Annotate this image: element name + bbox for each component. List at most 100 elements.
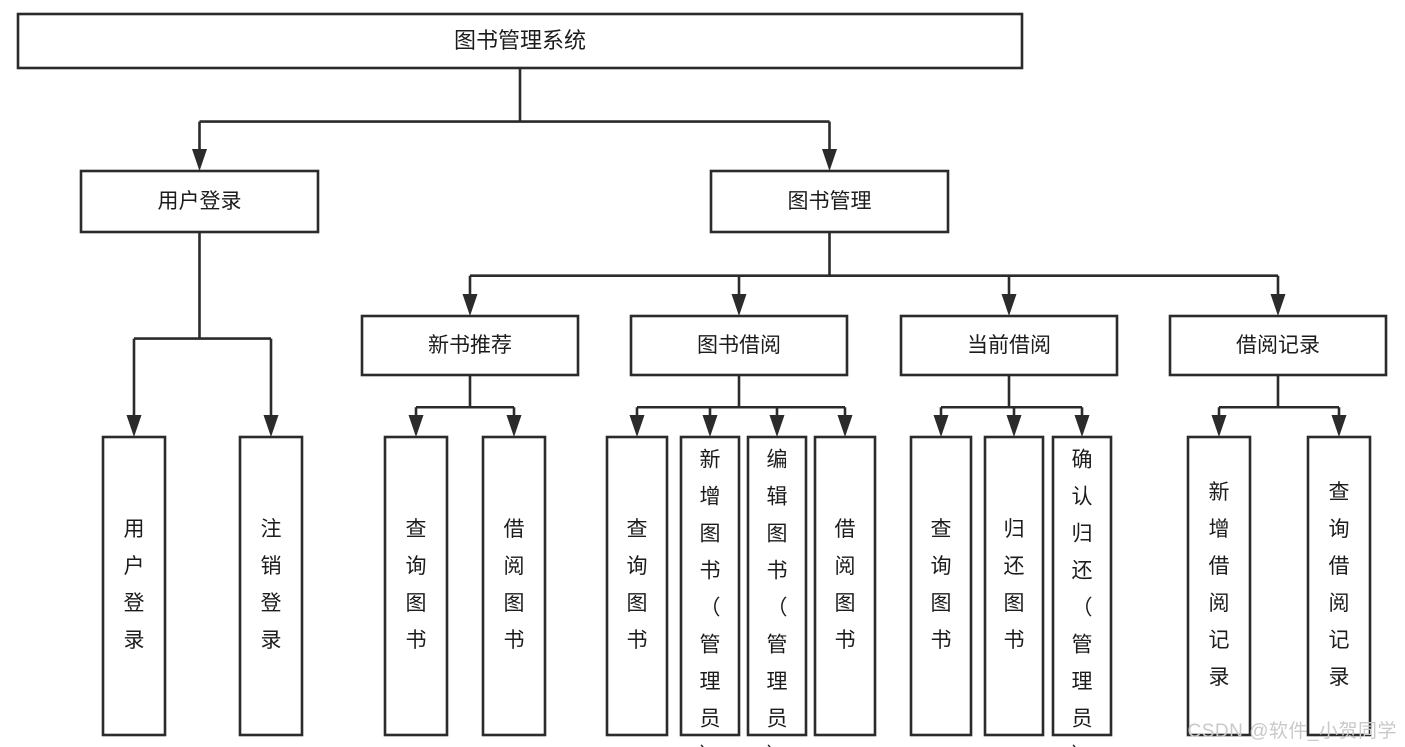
node-box[interactable] [899, 314, 1119, 377]
arrow-head-icon [126, 415, 142, 437]
connector-group-current-borrow [933, 375, 1090, 437]
node-label-char: 登 [124, 592, 145, 615]
node-label-char: 借 [1329, 555, 1350, 578]
node-label: 图书管理系统 [454, 28, 586, 53]
connector-group-book-management [462, 232, 1286, 316]
node-label-char: ） [767, 745, 788, 747]
node-label-char: 询 [931, 555, 952, 578]
node-leaf-add-record[interactable]: 新增借阅记录新增借阅记录 [1186, 435, 1252, 737]
node-label-char: （ [1072, 597, 1093, 620]
node-box[interactable] [813, 435, 877, 737]
node-box[interactable] [909, 435, 973, 737]
node-box[interactable] [983, 435, 1045, 737]
node-label-char: 理 [767, 671, 788, 694]
node-label-char: 录 [261, 629, 282, 652]
node-leaf-return-book[interactable]: 归还图书归还图书 [983, 435, 1045, 737]
node-box[interactable] [79, 169, 320, 234]
node-label-char: 借 [1209, 555, 1230, 578]
node-leaf-query-book-2[interactable]: 查询图书查询图书 [605, 435, 669, 737]
watermark-text: CSDN @软件_小贺同学 [1187, 721, 1397, 742]
node-leaf-borrow-book-2[interactable]: 借阅图书借阅图书 [813, 435, 877, 737]
node-box[interactable] [360, 314, 580, 377]
node-label-char: （ [700, 597, 721, 620]
node-box[interactable] [1051, 435, 1113, 737]
node-root[interactable]: 图书管理系统 [16, 12, 1024, 70]
node-label-char: 记 [1329, 629, 1350, 652]
node-label-char: 管 [700, 634, 721, 657]
node-label-char: 辑 [767, 486, 788, 509]
node-label-char: 书 [835, 629, 856, 652]
node-box[interactable] [1306, 435, 1372, 737]
node-leaf-query-record[interactable]: 查询借阅记录查询借阅记录 [1306, 435, 1372, 737]
node-box[interactable] [383, 435, 449, 737]
node-label: 当前借阅 [967, 334, 1051, 357]
node-label-char: 查 [1329, 481, 1350, 504]
node-label: 借阅记录 [1236, 334, 1320, 357]
node-label-char: 查 [406, 518, 427, 541]
node-label-char: 询 [406, 555, 427, 578]
arrow-head-icon [1270, 294, 1286, 316]
arrow-head-icon [933, 415, 949, 437]
node-book-borrow[interactable]: 图书借阅 [629, 314, 849, 377]
node-box[interactable] [709, 169, 950, 234]
arrow-head-icon [408, 415, 424, 437]
arrow-head-icon [263, 415, 279, 437]
node-leaf-query-book-3[interactable]: 查询图书查询图书 [909, 435, 973, 737]
node-label-char: 用 [124, 518, 145, 541]
node-label: 用户登录 [158, 190, 242, 213]
node-label-char: 还 [1004, 555, 1025, 578]
node-label-char: 书 [504, 629, 525, 652]
node-box[interactable] [629, 314, 849, 377]
node-label-char: 书 [406, 629, 427, 652]
node-label-char: 图 [931, 592, 952, 615]
node-box[interactable] [238, 435, 304, 737]
node-label-char: 图 [627, 592, 648, 615]
arrow-head-icon [1211, 415, 1227, 437]
node-label-char: 记 [1209, 629, 1230, 652]
node-label-char: 管 [767, 634, 788, 657]
node-box[interactable] [605, 435, 669, 737]
node-label-char: 书 [931, 629, 952, 652]
connector-group-root [192, 68, 837, 171]
node-box[interactable] [1168, 314, 1388, 377]
node-label-char: 销 [261, 555, 282, 578]
node-label: 图书借阅 [697, 334, 781, 357]
node-leaf-user-login[interactable]: 用户登录用户登录 [101, 435, 167, 737]
node-label-char: 书 [627, 629, 648, 652]
connector-group-new-book-recommend [408, 375, 522, 437]
node-borrow-record[interactable]: 借阅记录 [1168, 314, 1388, 377]
node-box[interactable] [16, 12, 1024, 70]
arrow-head-icon [629, 415, 645, 437]
node-label-char: 录 [124, 629, 145, 652]
node-box[interactable] [101, 435, 167, 737]
node-box[interactable] [481, 435, 547, 737]
node-label-char: 图 [767, 523, 788, 546]
arrow-head-icon [1001, 294, 1017, 316]
node-book-management[interactable]: 图书管理 [709, 169, 950, 234]
node-label-char: 归 [1004, 518, 1025, 541]
node-box[interactable] [679, 435, 741, 737]
node-new-book-recommend[interactable]: 新书推荐 [360, 314, 580, 377]
node-box[interactable] [1186, 435, 1252, 737]
node-label-char: 书 [767, 560, 788, 583]
node-box[interactable] [746, 435, 808, 737]
node-label-char: ） [700, 745, 721, 747]
node-label-char: （ [767, 597, 788, 620]
node-label-char: 员 [767, 708, 788, 731]
node-leaf-query-book-1[interactable]: 查询图书查询图书 [383, 435, 449, 737]
node-current-borrow[interactable]: 当前借阅 [899, 314, 1119, 377]
node-label-char: 录 [1329, 666, 1350, 689]
arrow-head-icon [1074, 415, 1090, 437]
arrow-head-icon [506, 415, 522, 437]
node-leaf-borrow-book-1[interactable]: 借阅图书借阅图书 [481, 435, 547, 737]
arrow-head-icon [192, 149, 207, 171]
node-label-char: 图 [835, 592, 856, 615]
node-user-login[interactable]: 用户登录 [79, 169, 320, 234]
node-label-char: 询 [627, 555, 648, 578]
node-leaf-logout[interactable]: 注销登录注销登录 [238, 435, 304, 737]
